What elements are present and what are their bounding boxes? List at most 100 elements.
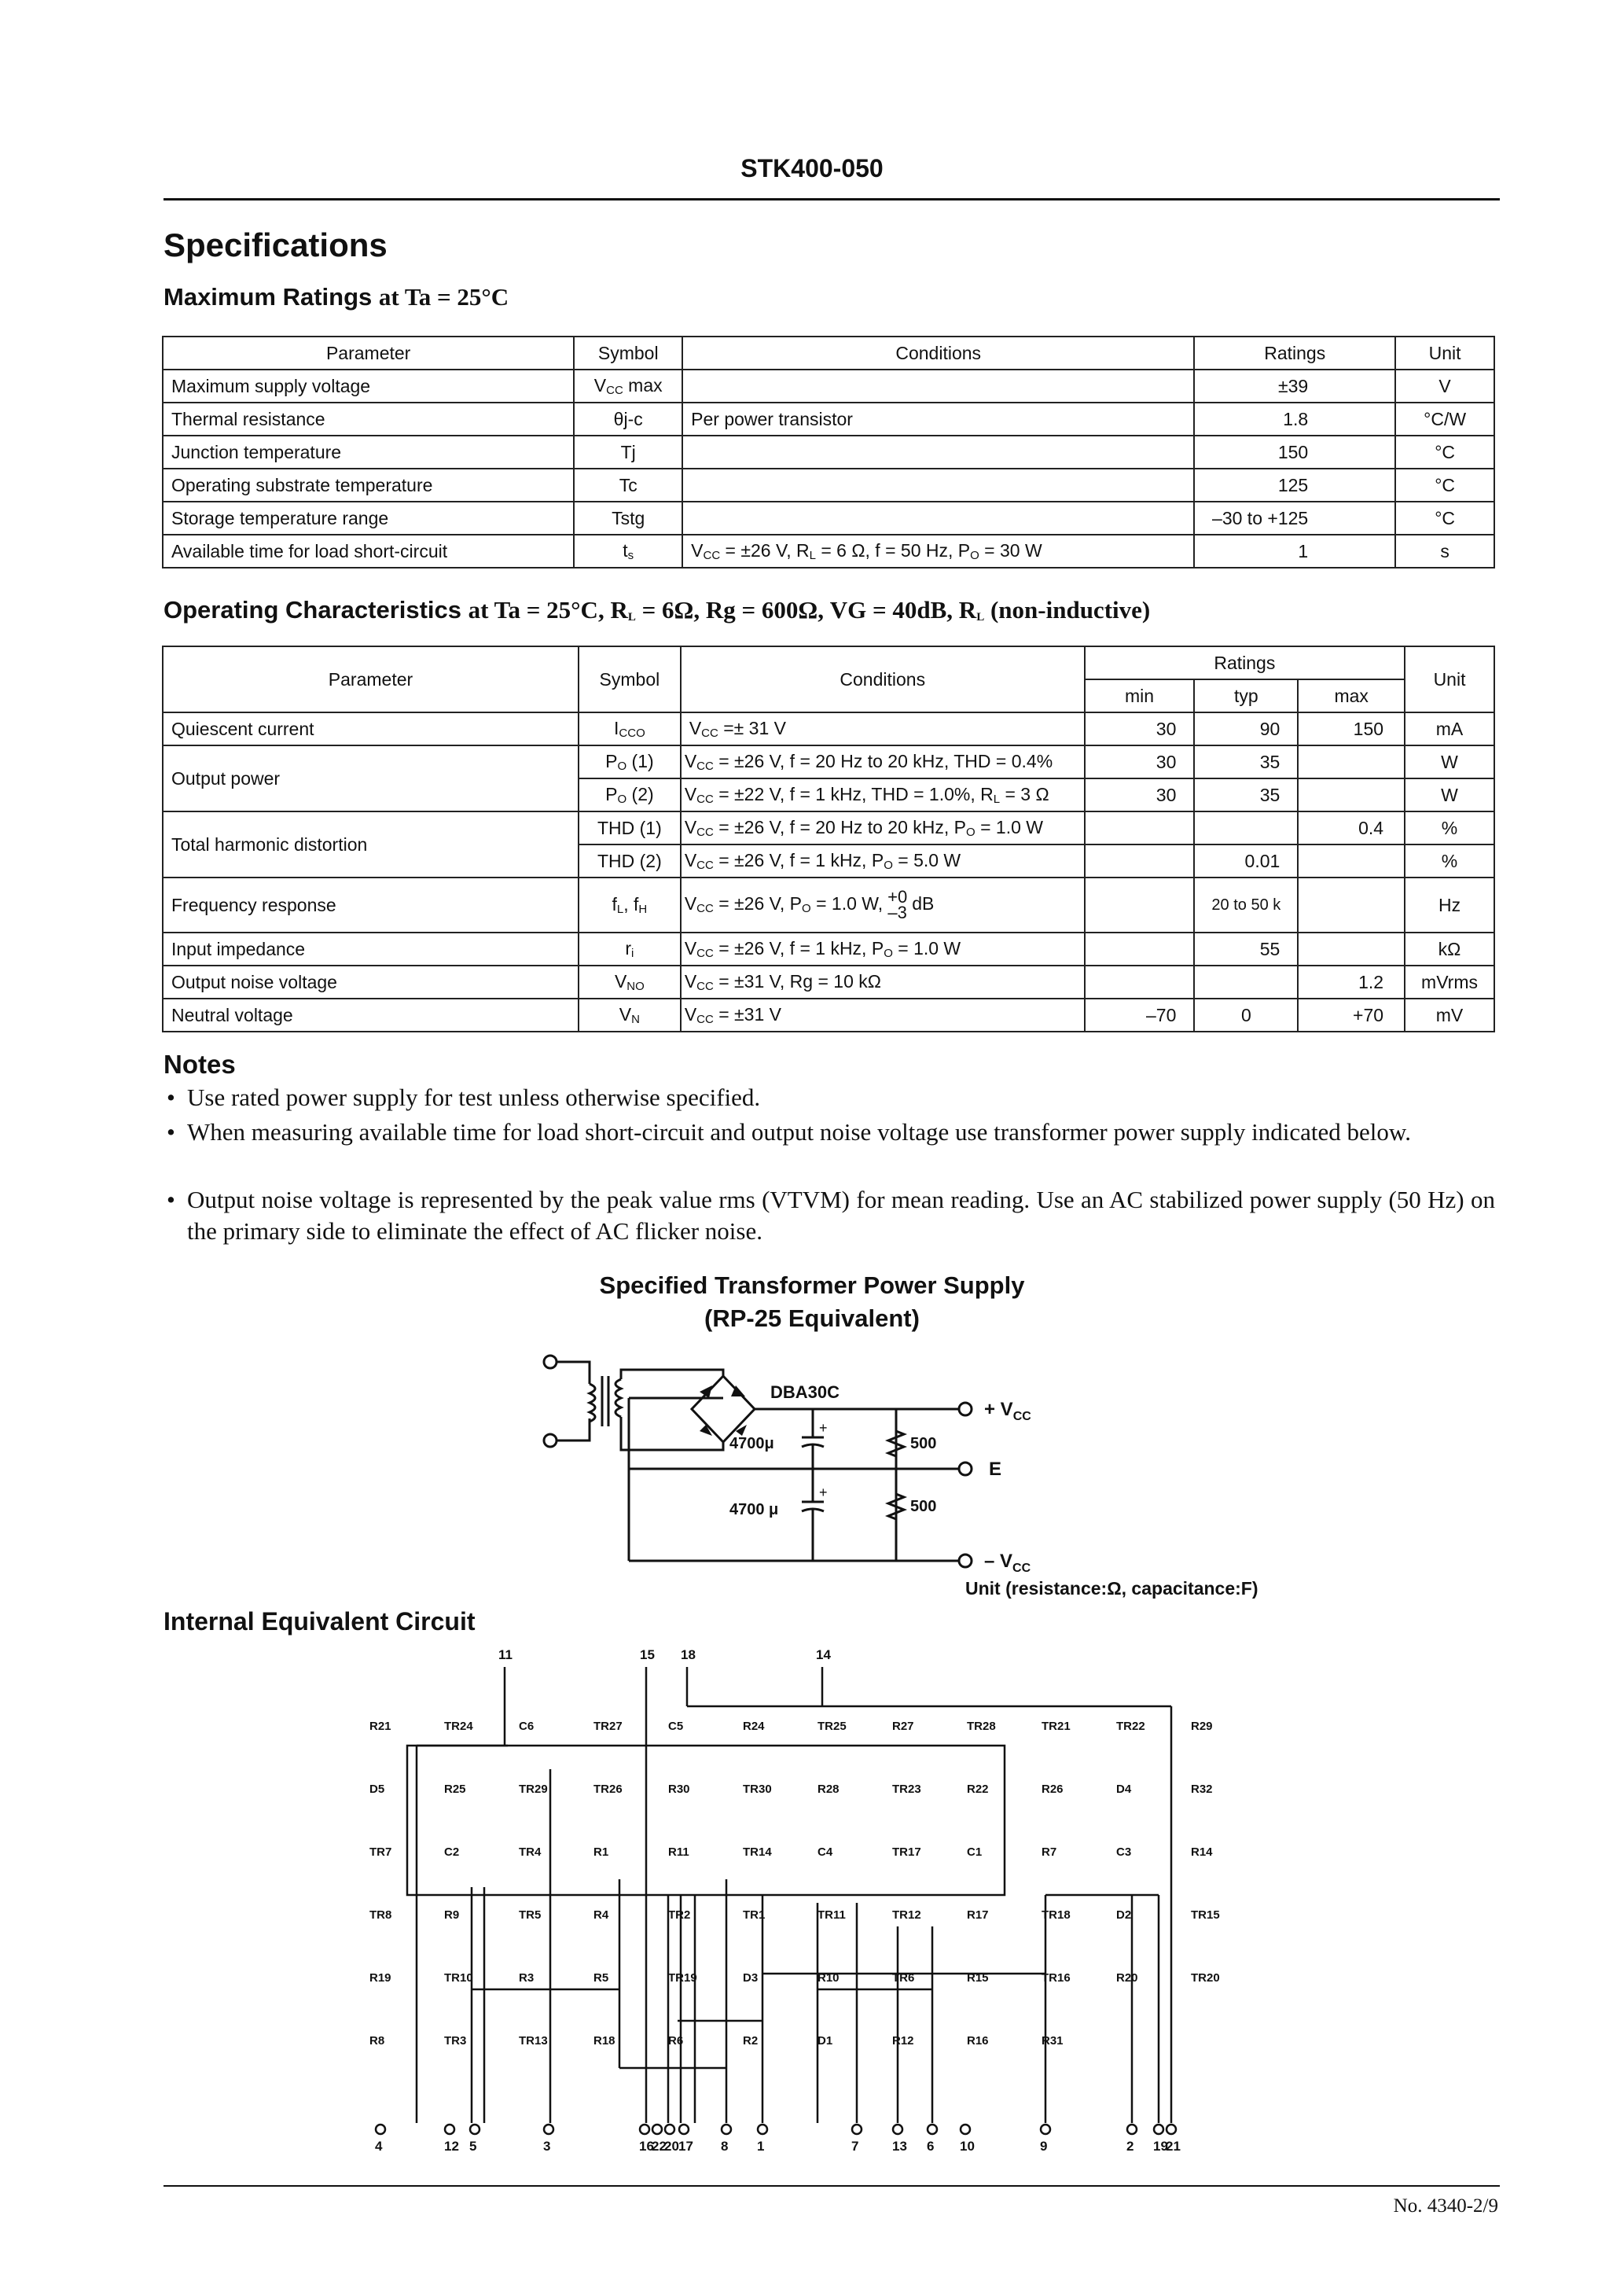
vcc-neg-label: – VCC (984, 1551, 1031, 1573)
table-row: PO (2) VCC = ±22 V, f = 1 kHz, THD = 1.0… (163, 778, 1495, 812)
gain-tolerance: +0–3 (887, 887, 908, 922)
table-row: Total harmonic distortion THD (1) VCC = … (162, 811, 1495, 878)
component-label: D2 (1116, 1908, 1131, 1922)
col-header-typ: typ (1193, 679, 1299, 713)
pin-label: 3 (543, 2139, 550, 2154)
table-row: Operating substrate temperature Tc 125 °… (161, 468, 1495, 502)
operating-characteristics-table: Parameter Symbol Conditions Ratings Unit… (162, 646, 1495, 1032)
component-label: R12 (892, 2034, 914, 2048)
component-label: R19 (369, 1971, 391, 1985)
pin-label: 1 (757, 2139, 764, 2154)
component-label: C2 (444, 1845, 459, 1859)
cap1-label: 4700μ (729, 1435, 774, 1452)
table-row: Frequency response fL, fH VCC = ±26 V, P… (162, 877, 1495, 933)
pin-terminal (663, 2123, 676, 2136)
note-item: •Use rated power supply for test unless … (167, 1084, 761, 1111)
component-label: TR1 (743, 1908, 765, 1922)
pin-label: 2 (1126, 2139, 1133, 2154)
component-label: R25 (444, 1783, 466, 1796)
pin-label: 14 (816, 1647, 831, 1662)
pin-label: 10 (960, 2139, 975, 2154)
component-label: R2 (743, 2034, 758, 2048)
component-label: TR6 (892, 1971, 914, 1985)
operating-characteristics-heading: Operating Characteristics at Ta = 25°C, … (164, 596, 1151, 624)
component-label: R18 (593, 2034, 615, 2048)
component-label: TR20 (1191, 1971, 1220, 1985)
col-header-parameter: Parameter (162, 646, 579, 713)
pin-terminal (891, 2123, 904, 2136)
component-label: TR24 (444, 1720, 473, 1733)
pin-terminal (374, 2123, 387, 2136)
internal-circuit-heading: Internal Equivalent Circuit (164, 1607, 476, 1636)
component-label: R10 (818, 1971, 840, 1985)
component-label: C4 (818, 1845, 833, 1859)
pin-terminal (851, 2123, 863, 2136)
component-label: R20 (1116, 1971, 1138, 1985)
pin-label: 18 (681, 1647, 696, 1662)
component-label: TR11 (818, 1908, 846, 1922)
pin-label: 13 (892, 2139, 907, 2154)
component-label: R29 (1191, 1720, 1213, 1733)
pin-label: 12 (444, 2139, 459, 2154)
pin-label: 16 (639, 2139, 654, 2154)
component-label: TR21 (1042, 1720, 1071, 1733)
vcc-pos-label: + VCC (984, 1399, 1031, 1423)
pin-terminal (638, 2123, 651, 2136)
component-label: C3 (1116, 1845, 1131, 1859)
component-label: TR19 (668, 1971, 697, 1985)
pin-label: 9 (1040, 2139, 1047, 2154)
pin-terminal (926, 2123, 939, 2136)
footer-rule (164, 2185, 1500, 2187)
pin-label: 15 (640, 1647, 655, 1662)
component-label: TR5 (519, 1908, 541, 1922)
header-part-number: STK400-050 (740, 154, 884, 182)
pin-label: 21 (1166, 2139, 1181, 2154)
component-label: C6 (519, 1720, 534, 1733)
component-label: R27 (892, 1720, 914, 1733)
component-label: TR16 (1042, 1971, 1071, 1985)
component-label: TR12 (892, 1908, 921, 1922)
table-subheader-row: min typ max (163, 679, 1494, 713)
component-label: TR29 (519, 1783, 548, 1796)
table-header-row: Parameter Symbol Conditions Ratings Unit (161, 336, 1495, 370)
component-label: TR15 (1191, 1908, 1220, 1922)
bridge-label: DBA30C (770, 1382, 840, 1402)
component-label: TR28 (967, 1720, 996, 1733)
component-label: R8 (369, 2034, 384, 2048)
component-label: D4 (1116, 1783, 1132, 1796)
component-label: R14 (1191, 1845, 1213, 1859)
component-label: C1 (967, 1845, 982, 1859)
component-label: TR2 (668, 1908, 690, 1922)
max-ratings-table: Parameter Symbol Conditions Ratings Unit… (161, 336, 1495, 568)
pin-terminal (678, 2123, 690, 2136)
pin-label: 7 (851, 2139, 858, 2154)
component-label: R4 (593, 1908, 609, 1922)
col-header-parameter: Parameter (161, 336, 575, 370)
pin-label: 4 (375, 2139, 383, 2154)
pin-terminal (1126, 2123, 1138, 2136)
max-ratings-heading: Maximum Ratings at Ta = 25°C (164, 283, 509, 311)
component-label: R7 (1042, 1845, 1056, 1859)
component-label: R32 (1191, 1783, 1213, 1796)
component-label: TR10 (444, 1971, 473, 1985)
component-label: TR17 (892, 1845, 921, 1859)
component-label: R11 (668, 1845, 689, 1859)
transformer-schematic: DBA30C + VCC E – VCC 4700μ 4700 μ + + 50… (542, 1354, 1031, 1573)
col-header-unit: Unit (1394, 336, 1495, 370)
pin-terminal (1152, 2123, 1165, 2136)
component-label: TR27 (593, 1720, 623, 1733)
specifications-heading: Specifications (164, 226, 388, 263)
component-label: R26 (1042, 1783, 1064, 1796)
component-label: TR8 (369, 1908, 391, 1922)
component-label: R9 (444, 1908, 459, 1922)
pin-label: 17 (678, 2139, 693, 2154)
table-row: Thermal resistance θj-c Per power transi… (161, 402, 1495, 436)
component-label: R24 (743, 1720, 765, 1733)
component-label: R15 (967, 1971, 989, 1985)
notes-heading: Notes (164, 1050, 236, 1079)
pin-terminal (756, 2123, 769, 2136)
table-row: THD (2) VCC = ±26 V, f = 1 kHz, PO = 5.0… (163, 844, 1495, 878)
pin-terminal (1165, 2123, 1178, 2136)
note-item: •Output noise voltage is represented by … (167, 1186, 1495, 1245)
